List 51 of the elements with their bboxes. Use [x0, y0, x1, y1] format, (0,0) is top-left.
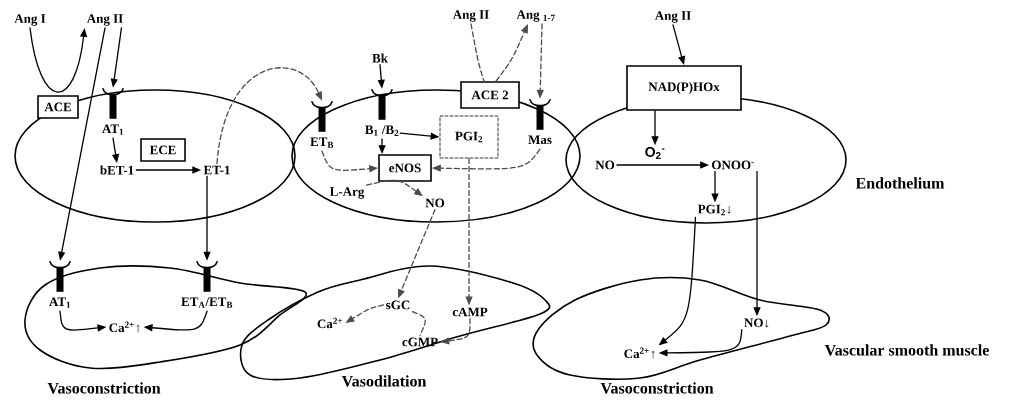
node-label: ET$_{A}$/ET$_{B}$ — [181, 297, 233, 308]
region-label: Vascular smooth muscle — [824, 344, 989, 356]
molecule-label: NO — [425, 198, 445, 208]
enzyme-box: ECE — [140, 138, 186, 162]
enzyme-box: NAD(P)HOx — [626, 65, 742, 111]
region-label: Endothelium — [855, 177, 945, 189]
enzyme-box: eNOS — [378, 154, 432, 182]
molecule-label: NO — [595, 160, 615, 170]
molecule-label: Ang II — [654, 11, 691, 23]
cell-outline — [291, 89, 581, 223]
node-label: Mas — [528, 135, 552, 145]
molecule-label: cGMP — [402, 337, 438, 347]
molecule-label: ONOO$^{-}$ — [712, 160, 754, 170]
receptor: ET$_{A}$/ET$_{B}$ — [181, 261, 233, 308]
receptor: ET$_{B}$ — [310, 101, 334, 148]
receptor: AT$_{1}$ — [102, 88, 124, 135]
molecule-label: bET-1 — [100, 165, 134, 175]
cell-outline — [24, 265, 308, 370]
molecule-label: cAMP — [452, 307, 488, 317]
molecule-label: Ca$^{2+}$ — [317, 317, 343, 329]
molecule-label: Ang II — [86, 14, 123, 26]
receptor: AT$_{1}$ — [49, 261, 71, 308]
node-label: ET$_{B}$ — [310, 137, 334, 148]
cell-outline — [14, 89, 296, 223]
connector-line — [411, 310, 426, 337]
molecule-label: Ang II — [452, 10, 489, 22]
region-label: Vasoconstriction — [47, 382, 161, 394]
enzyme-box: ACE 2 — [460, 81, 520, 109]
region-label: Vasoconstriction — [600, 382, 714, 394]
molecule-label: sGC — [386, 300, 410, 310]
node-label: B$_{1}$ /B$_{2}$ — [365, 125, 399, 136]
molecule-label: ET-1 — [203, 165, 230, 175]
molecule-label: Ang $_{1-7}$ — [516, 10, 555, 22]
arrow — [495, 24, 528, 82]
node-label: AT$_{1}$ — [49, 297, 71, 308]
region-label: Vasodilation — [341, 375, 427, 387]
arrow — [216, 67, 322, 165]
molecule-label: Ang I — [14, 14, 46, 26]
molecule-label: NO↓ — [744, 318, 769, 328]
receptor: Mas — [528, 99, 552, 145]
receptor: B$_{1}$ /B$_{2}$ — [365, 89, 399, 136]
enzyme-box: ACE — [37, 95, 79, 119]
molecule-label: Bk — [372, 53, 388, 63]
molecule-label: PGI$_{2}$↓ — [697, 204, 731, 216]
molecule-label: Ca$^{2+}$↑ — [109, 321, 140, 333]
molecule-label: Ca$^{2+}$↑ — [624, 347, 655, 359]
molecule-label: O$_{2}$- — [645, 147, 665, 159]
node-label: AT$_{1}$ — [102, 124, 124, 135]
molecule-label: L-Arg — [329, 187, 365, 199]
connector-line — [470, 23, 485, 82]
dashed-box: PGI$_{2}$ — [439, 115, 499, 159]
